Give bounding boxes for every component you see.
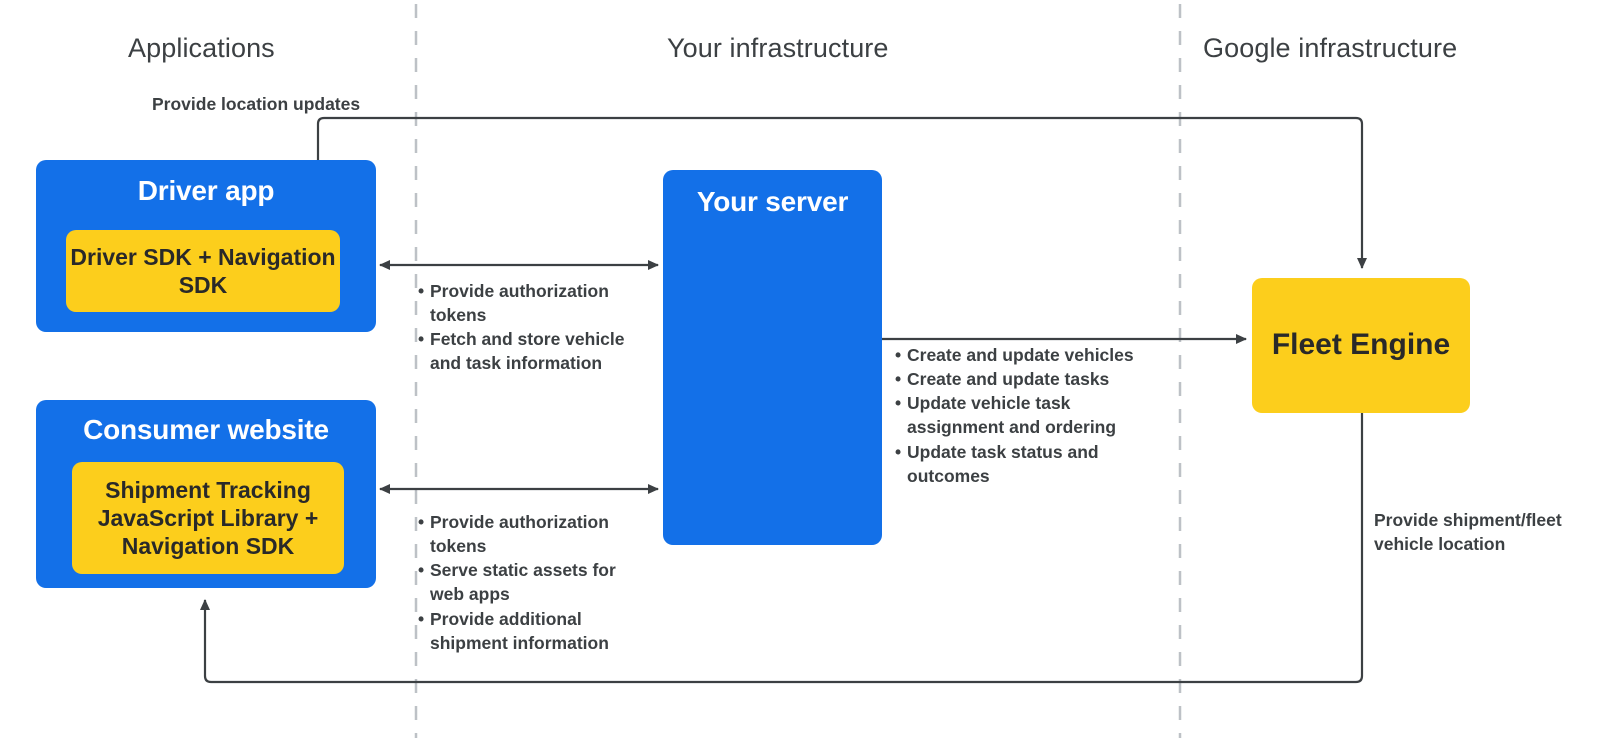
list-item: Provide authorization tokens: [418, 279, 654, 327]
list-item: Provide additional shipment information: [418, 607, 638, 655]
annotation-server-fleet-engine-list: Create and update vehicles Create and up…: [895, 343, 1157, 488]
node-driver-app-title: Driver app: [137, 175, 275, 206]
node-consumer-website-title: Consumer website: [83, 414, 329, 445]
list-item: Create and update vehicles: [895, 343, 1157, 367]
column-heading-google-infrastructure: Google infrastructure: [1203, 33, 1458, 63]
column-heading-your-infrastructure: Your infrastructure: [667, 33, 889, 63]
annotation-driver-server-list: Provide authorization tokens Fetch and s…: [418, 279, 654, 376]
node-consumer-website[interactable]: Consumer website Shipment Tracking JavaS…: [36, 400, 376, 588]
list-item: Fetch and store vehicle and task informa…: [418, 327, 654, 375]
node-your-server-title: Your server: [696, 186, 849, 217]
node-shipment-tracking-js-library[interactable]: Shipment Tracking JavaScript Library + N…: [72, 462, 344, 574]
annotation-provide-location-updates: Provide location updates: [152, 94, 361, 114]
node-fleet-engine[interactable]: Fleet Engine: [1252, 278, 1470, 413]
list-item: Serve static assets for web apps: [418, 558, 638, 606]
list-item: Update vehicle task assignment and order…: [895, 391, 1157, 439]
column-heading-applications: Applications: [128, 33, 275, 63]
list-item: Create and update tasks: [895, 367, 1157, 391]
list-item: Provide authorization tokens: [418, 510, 638, 558]
list-item: Update task status and outcomes: [895, 440, 1157, 488]
node-driver-app[interactable]: Driver app Driver SDK + Navigation SDK: [36, 160, 376, 332]
annotation-consumer-server-list: Provide authorization tokens Serve stati…: [418, 510, 638, 655]
node-driver-sdk[interactable]: Driver SDK + Navigation SDK: [66, 230, 340, 312]
node-your-server[interactable]: Your server: [663, 170, 882, 545]
annotation-provide-shipment-fleet-vehicle-location: Provide shipment/fleet vehicle location: [1374, 510, 1562, 555]
